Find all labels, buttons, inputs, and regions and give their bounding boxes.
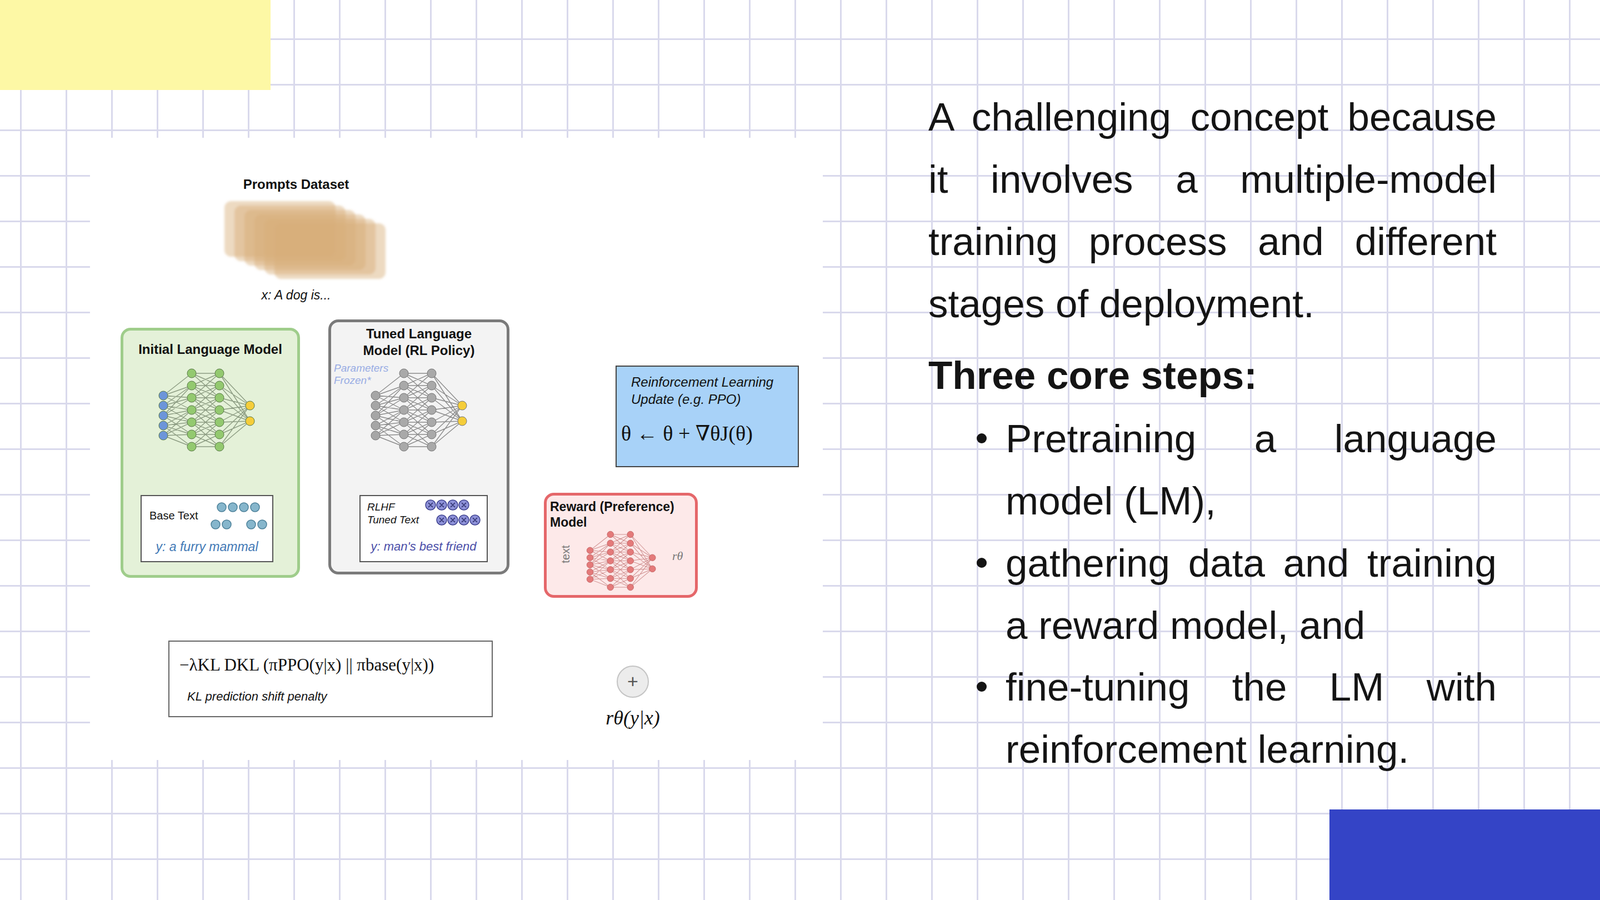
token-dot [447, 500, 458, 510]
output-heading: Base Text [149, 509, 198, 523]
output-heading: RLHF Tuned Text [367, 500, 425, 527]
prompt-card [244, 210, 356, 266]
model-title: Reward (Preference) Model [550, 498, 689, 530]
kl-caption: KL prediction shift penalty [187, 689, 328, 704]
bullet-item: fine-tuning the LM with reinforcement le… [1005, 656, 1497, 781]
model-title: Initial Language Model [123, 341, 298, 358]
intro-paragraph: A challenging concept because it involve… [928, 86, 1497, 335]
token-dot [458, 515, 469, 525]
token-dot [458, 500, 469, 510]
plus-sign: + [616, 665, 650, 698]
prompt-card [274, 223, 386, 279]
dataset-node: Prompts Datasetx: A dog is... [210, 176, 405, 306]
prompt-stack [224, 201, 386, 279]
bullet-item: Pretraining a language model (LM), [1005, 407, 1497, 533]
output-text: y: a furry mammal [141, 539, 273, 555]
token-cross [428, 502, 478, 523]
reward-output: rθ(y|x) [582, 706, 683, 730]
kl-formula: −λKL DKL (πPPO(y|x) || πbase(y|x)) [179, 655, 434, 675]
dataset-title: Prompts Dataset [198, 176, 394, 193]
frozen-note: Parameters Frozen* [333, 362, 395, 387]
token-dot [250, 502, 260, 512]
token-dot [470, 515, 480, 525]
output-text: y: man's best friend [360, 539, 487, 554]
token-dot [425, 500, 436, 510]
token-dot [228, 502, 238, 512]
output-box: Base Text y: a furry mammal [140, 495, 274, 563]
token-dot [447, 515, 458, 525]
model-box: Initial Language ModelBase Text y: a furr… [120, 327, 300, 578]
reward-network-icon [586, 531, 656, 591]
token-dot [222, 520, 232, 529]
token-dot [217, 502, 227, 512]
neural-network-icon [158, 368, 255, 452]
reward-model-box: Reward (Preference) Model text rθ [543, 492, 698, 598]
section-heading: Three core steps: [928, 344, 1497, 407]
output-label: rθ [672, 548, 683, 564]
token-icons [211, 502, 267, 529]
token-dot [246, 520, 256, 529]
token-icons [425, 500, 480, 525]
token-dot [257, 520, 267, 529]
token-dot [239, 502, 249, 512]
model-title: Tuned Language Model (RL Policy) [352, 325, 486, 359]
update-box: Reinforcement Learning Update (e.g. PPO)… [615, 365, 799, 468]
prompt-card [264, 218, 376, 275]
token-dot [436, 500, 447, 510]
bullet-item: gathering data and training a reward mod… [1005, 532, 1497, 657]
update-formula: θ ← θ + ∇θJ(θ) [621, 421, 753, 446]
prompt-card [234, 205, 346, 262]
neural-network-icon [586, 531, 656, 591]
penalty-box: −λKL DKL (πPPO(y|x) || πbase(y|x)) KL pre… [168, 640, 493, 718]
input-label: text [559, 545, 573, 563]
sum-circle: +rθ(y|x) [616, 665, 650, 699]
prompt-card [254, 214, 366, 270]
output-box: RLHF Tuned Text y: man's best friend [359, 495, 488, 563]
token-dot [436, 515, 447, 525]
prompt-card [224, 201, 336, 257]
blue-accent [1329, 809, 1600, 900]
update-title: Reinforcement Learning Update (e.g. PPO) [631, 373, 793, 408]
yellow-accent [0, 0, 271, 90]
model-box: Tuned Language Model (RL Policy) Paramete… [328, 319, 510, 575]
prompt-example: x: A dog is... [198, 287, 394, 303]
neural-network-icon [371, 368, 467, 452]
token-dot [211, 520, 220, 529]
